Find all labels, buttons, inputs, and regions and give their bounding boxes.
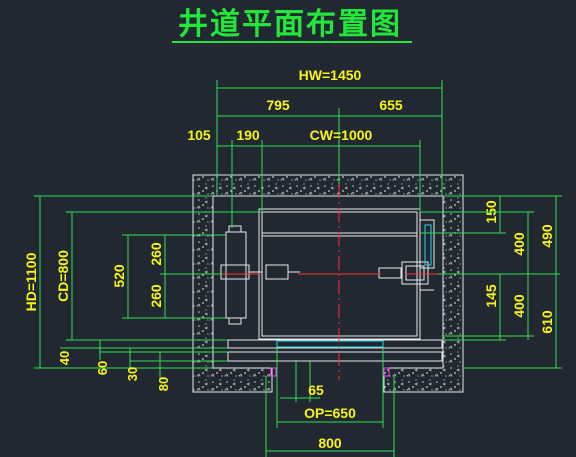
dim-490: 490 bbox=[539, 224, 555, 248]
dim-400-bottom: 400 bbox=[511, 294, 527, 318]
dim-cd: CD=800 bbox=[55, 250, 71, 302]
dim-520: 520 bbox=[111, 264, 127, 288]
dim-40: 40 bbox=[57, 351, 72, 365]
dim-190: 190 bbox=[236, 127, 260, 143]
dim-800: 800 bbox=[318, 435, 342, 451]
dim-hw: HW=1450 bbox=[299, 67, 362, 83]
dim-cw: CW=1000 bbox=[310, 127, 373, 143]
dim-795: 795 bbox=[266, 97, 290, 113]
dim-80: 80 bbox=[156, 377, 171, 391]
top-dimensions: HW=1450 795 655 105 190 CW=1000 bbox=[187, 67, 443, 228]
dim-30: 30 bbox=[125, 367, 140, 381]
counterweight-left bbox=[220, 225, 300, 325]
dim-op: OP=650 bbox=[304, 405, 356, 421]
dim-145: 145 bbox=[483, 284, 499, 308]
left-dimensions: HD=1100 CD=800 520 260 260 40 60 30 80 bbox=[23, 195, 262, 391]
dim-400-top: 400 bbox=[511, 232, 527, 256]
dim-655: 655 bbox=[379, 97, 403, 113]
dim-hd: HD=1100 bbox=[23, 252, 39, 311]
rail-right bbox=[378, 219, 435, 291]
drawing-title: 井道平面布置图 bbox=[178, 7, 402, 42]
dim-260-bottom: 260 bbox=[148, 284, 164, 308]
dim-105: 105 bbox=[187, 127, 211, 143]
door-sills bbox=[227, 339, 443, 377]
dim-260-top: 260 bbox=[148, 242, 164, 266]
dim-60: 60 bbox=[95, 361, 110, 375]
dim-65: 65 bbox=[308, 382, 324, 398]
dim-610: 610 bbox=[539, 310, 555, 334]
bottom-dimensions: 65 OP=650 800 bbox=[265, 348, 395, 457]
right-dimensions: 150 400 490 145 400 610 bbox=[420, 195, 562, 369]
